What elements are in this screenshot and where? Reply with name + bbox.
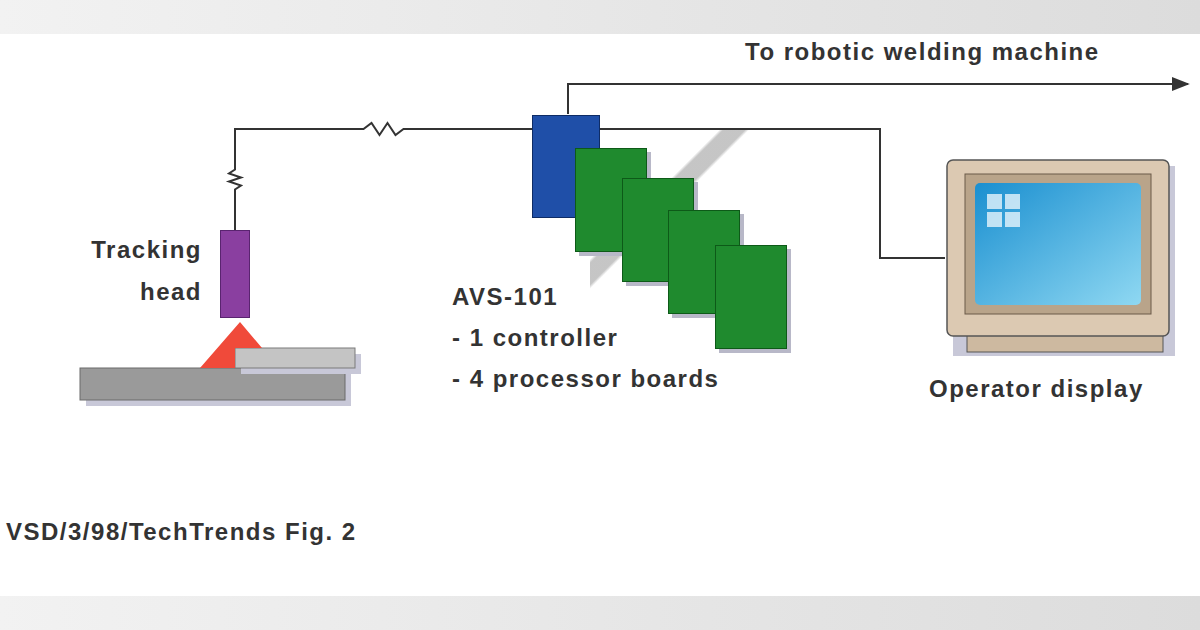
monitor-screen — [975, 183, 1141, 305]
processor-board — [715, 245, 787, 349]
window-icon — [987, 212, 1002, 227]
monitor-bezel — [965, 174, 1151, 314]
output-line — [568, 84, 1188, 114]
tracking-head — [220, 230, 250, 318]
node-text: - 1 controller — [452, 317, 719, 358]
bottom-band — [0, 596, 1200, 630]
weld-beam — [200, 322, 262, 368]
figure-caption: VSD/3/98/TechTrends Fig. 2 — [6, 518, 357, 546]
vision-system: AVS-101- 1 controller- 4 processor board… — [450, 110, 795, 403]
top-band — [0, 0, 1200, 34]
window-icon — [1005, 194, 1020, 209]
output-label: To robotic welding machine — [745, 38, 1100, 66]
signal-wire — [229, 123, 532, 230]
node-text: - 4 processor boards — [452, 358, 719, 399]
node-text: Tracking head — [50, 229, 202, 313]
window-icon — [987, 194, 1002, 209]
tracking-head-node: Tracking head — [50, 225, 255, 320]
monitor-case — [947, 160, 1169, 336]
window-icon — [1005, 212, 1020, 227]
node-text: Operator display — [929, 374, 1144, 404]
operator-display: Operator display — [925, 158, 1195, 413]
top-plate — [235, 348, 355, 368]
node-text: AVS-101 — [452, 276, 719, 317]
operator-monitor — [945, 158, 1177, 358]
